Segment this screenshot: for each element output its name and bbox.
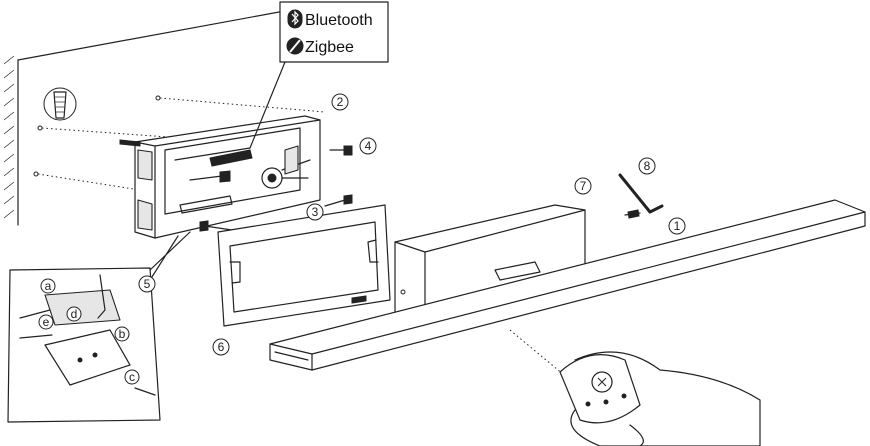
- step-8-label: 8: [644, 159, 651, 173]
- bluetooth-label: Bluetooth: [305, 12, 373, 29]
- detail-callouts: [38, 278, 140, 385]
- wiring-detail-inset: [7, 231, 191, 423]
- detail-e-label: e: [43, 315, 50, 329]
- step-callout: [668, 217, 686, 235]
- connectivity-legend: Bluetooth Zigbee: [249, 1, 389, 149]
- step-callout: [306, 203, 324, 221]
- zigbee-icon: [286, 37, 304, 55]
- step-callout: [331, 93, 349, 111]
- step-callouts: [138, 93, 686, 356]
- step-6-label: 6: [218, 340, 225, 354]
- step-callout: [574, 177, 592, 195]
- lamp-bar: [269, 199, 866, 371]
- step-callout: [638, 157, 656, 175]
- detail-b-label: b: [119, 327, 126, 341]
- step-callout: [359, 137, 377, 155]
- wall: [3, 9, 291, 226]
- allen-key-icon: [618, 173, 664, 214]
- step-callout: [138, 275, 156, 293]
- screws: [189, 145, 641, 232]
- cover-frame: [217, 204, 391, 327]
- step-7-label: 7: [580, 179, 587, 193]
- step-callout: [212, 338, 230, 356]
- step-3-label: 3: [312, 205, 319, 219]
- step-4-label: 4: [365, 139, 372, 153]
- step-5-label: 5: [144, 277, 151, 291]
- bluetooth-icon: [287, 9, 303, 29]
- remote-control-icon: [509, 329, 761, 446]
- step-1-label: 1: [674, 219, 681, 233]
- detail-c-label: c: [129, 370, 135, 384]
- zigbee-label: Zigbee: [305, 39, 354, 56]
- detail-d-label: d: [71, 307, 78, 321]
- detail-a-label: a: [45, 279, 52, 293]
- step-2-label: 2: [337, 95, 344, 109]
